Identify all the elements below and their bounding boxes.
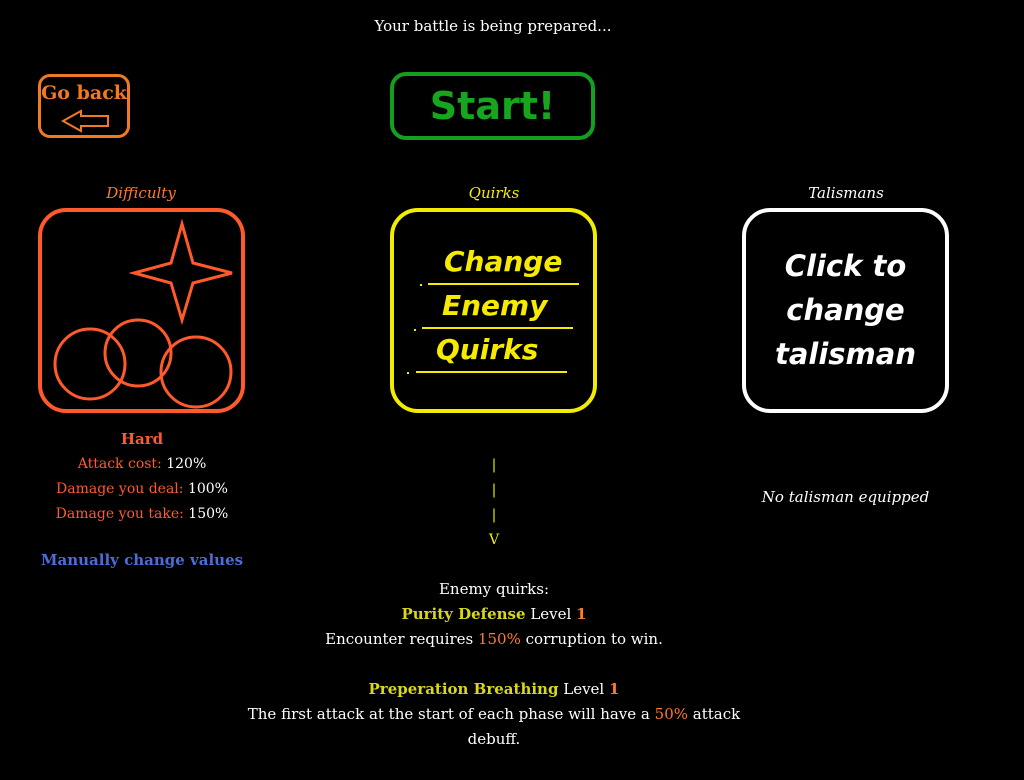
start-button[interactable]: Start! <box>390 72 595 140</box>
quirk-description: Encounter requires 150% corruption to wi… <box>244 627 744 652</box>
stat-attack-cost: Attack cost: 120% <box>40 452 244 477</box>
quirk-description: The first attack at the start of each ph… <box>244 702 744 752</box>
stat-label: Attack cost: <box>77 456 162 472</box>
quirk-level-word: Level <box>530 605 572 623</box>
quirk-name: Preperation Breathing <box>368 680 559 698</box>
difficulty-card[interactable] <box>38 208 245 413</box>
status-text: Your battle is being prepared... <box>374 17 612 35</box>
quirk-name: Purity Defense <box>401 605 526 623</box>
quirk-line-2: Enemy <box>442 289 548 322</box>
change-quirks-button[interactable]: Change Enemy Quirks <box>390 208 597 413</box>
start-label: Start! <box>429 84 556 128</box>
star-and-circles-icon <box>53 218 233 409</box>
quirk-underline-2 <box>422 327 573 329</box>
quirk-level: 1 <box>576 605 587 623</box>
arrow-bar: | <box>491 457 497 473</box>
quirk-line-3: Quirks <box>436 333 539 366</box>
quirk-underline-3 <box>416 371 567 373</box>
difficulty-name: Hard <box>120 430 164 448</box>
quirk-desc-before: Encounter requires <box>325 630 474 648</box>
arrow-bar: | <box>491 482 497 498</box>
quirk-underline-1 <box>428 283 579 285</box>
change-talisman-button[interactable]: Click to change talisman <box>742 208 949 413</box>
stat-damage-take: Damage you take: 150% <box>40 502 244 527</box>
quirk-desc-after: attack debuff. <box>467 705 741 748</box>
quirk-header: Preperation Breathing Level 1 <box>244 677 744 702</box>
arrow-head: V <box>488 532 500 548</box>
quirks-title: Quirks <box>468 184 520 202</box>
quirk-dot-3 <box>407 372 409 374</box>
manual-change-link[interactable]: Manually change values <box>40 551 244 569</box>
quirk-dot-2 <box>414 329 416 331</box>
down-arrow: | | | V <box>482 453 506 553</box>
quirk-dot-1 <box>420 284 422 286</box>
quirk-desc-value: 150% <box>477 630 521 648</box>
quirk-level-word: Level <box>563 680 605 698</box>
stat-damage-deal: Damage you deal: 100% <box>40 477 244 502</box>
talisman-line-3: talisman <box>774 337 916 371</box>
quirk-desc-after: corruption to win. <box>525 630 663 648</box>
enemy-quirks-heading: Enemy quirks: <box>438 580 550 598</box>
quirk-desc-value: 50% <box>654 705 688 723</box>
talisman-line-2: change <box>786 293 905 327</box>
talisman-line-1: Click to <box>784 249 907 283</box>
stat-label: Damage you deal: <box>56 481 184 497</box>
stat-value: 150% <box>188 506 229 522</box>
talisman-card-text: Click to change talisman <box>746 244 945 376</box>
stat-label: Damage you take: <box>55 506 184 522</box>
difficulty-title: Difficulty <box>106 184 176 202</box>
talismans-title: Talismans <box>808 184 884 202</box>
enemy-quirks-panel: Enemy quirks: Purity Defense Level 1 Enc… <box>244 577 744 752</box>
quirk-desc-before: The first attack at the start of each ph… <box>247 705 650 723</box>
go-back-label: Go back <box>41 82 127 104</box>
stat-value: 120% <box>166 456 207 472</box>
difficulty-info: Hard Attack cost: 120% Damage you deal: … <box>40 427 244 527</box>
quirk-header: Purity Defense Level 1 <box>244 602 744 627</box>
quirk-spacer <box>244 652 744 677</box>
quirk-level: 1 <box>609 680 620 698</box>
go-back-button[interactable]: Go back <box>38 74 130 138</box>
quirk-line-1: Change <box>444 245 563 278</box>
arrow-bar: | <box>491 507 497 523</box>
arrow-left-icon <box>61 109 109 133</box>
talisman-status: No talisman equipped <box>761 488 930 506</box>
stat-value: 100% <box>187 481 228 497</box>
